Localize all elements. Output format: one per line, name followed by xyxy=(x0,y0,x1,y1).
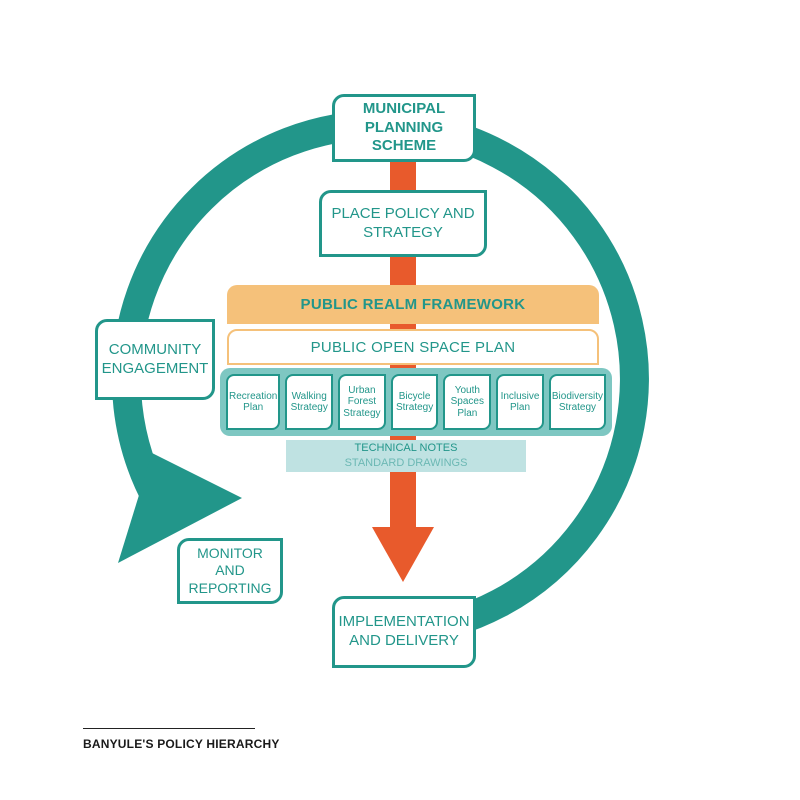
public-open-space-plan-label: PUBLIC OPEN SPACE PLAN xyxy=(310,338,516,356)
community-engagement-box: COMMUNITY ENGAGEMENT xyxy=(95,319,215,400)
strategy-biodiversity-strategy: Biodiversity Strategy xyxy=(548,374,607,430)
figure-caption: BANYULE'S POLICY HIERARCHY xyxy=(83,737,280,751)
place-policy-label: PLACE POLICY AND STRATEGY xyxy=(331,204,475,241)
orange-arrow-head xyxy=(372,527,434,582)
strategies-row: Recreation Plan Walking Strategy Urban F… xyxy=(220,368,612,436)
strategy-recreation-plan: Recreation Plan xyxy=(226,374,281,430)
cycle-arrowhead xyxy=(118,453,242,563)
strategy-urban-forest-strategy: Urban Forest Strategy xyxy=(338,374,386,430)
strategy-walking-strategy: Walking Strategy xyxy=(285,374,334,430)
municipal-planning-scheme-box: MUNICIPAL PLANNING SCHEME xyxy=(332,94,476,162)
cycle-ring xyxy=(111,110,649,647)
monitor-reporting-label: MONITOR AND REPORTING xyxy=(188,544,272,596)
strategy-bicycle-strategy: Bicycle Strategy xyxy=(390,374,439,430)
place-policy-box: PLACE POLICY AND STRATEGY xyxy=(319,190,487,257)
community-engagement-label: COMMUNITY ENGAGEMENT xyxy=(101,340,209,377)
strategy-youth-spaces-plan: Youth Spaces Plan xyxy=(443,374,492,430)
implementation-delivery-label: IMPLEMENTATION AND DELIVERY xyxy=(338,613,470,649)
monitor-reporting-box: MONITOR AND REPORTING xyxy=(177,538,283,604)
public-realm-framework-bar: PUBLIC REALM FRAMEWORK xyxy=(227,285,599,324)
standard-drawings-label: STANDARD DRAWINGS xyxy=(344,457,468,469)
municipal-planning-scheme-label: MUNICIPAL PLANNING SCHEME xyxy=(362,99,446,155)
technical-notes-bar: TECHNICAL NOTES STANDARD DRAWINGS xyxy=(286,440,526,472)
implementation-delivery-box: IMPLEMENTATION AND DELIVERY xyxy=(332,596,476,668)
public-realm-framework-label: PUBLIC REALM FRAMEWORK xyxy=(300,296,526,313)
technical-notes-label: TECHNICAL NOTES xyxy=(354,442,458,454)
strategy-inclusive-plan: Inclusive Plan xyxy=(496,374,544,430)
caption-divider xyxy=(83,728,255,729)
public-open-space-plan-bar: PUBLIC OPEN SPACE PLAN xyxy=(227,329,599,365)
